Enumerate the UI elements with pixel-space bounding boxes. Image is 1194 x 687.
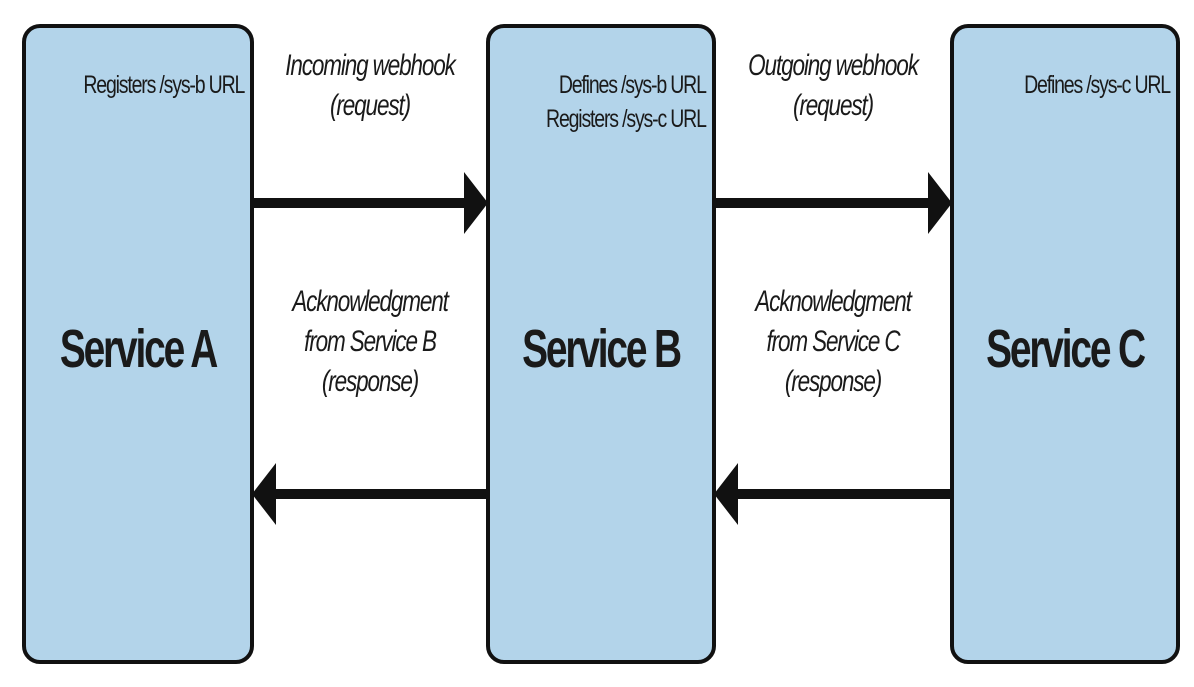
ack-from-c-label-line1: Acknowledgment — [755, 285, 912, 318]
incoming-webhook-label-line1: Incoming webhook — [285, 49, 456, 82]
arrow-c-to-b-head — [714, 463, 738, 525]
service-a-box: Registers /sys-b URL Service A — [22, 24, 254, 664]
arrow-b-to-c — [716, 172, 952, 234]
ack-from-c-label-line2: from Service C — [766, 325, 900, 358]
arrow-c-to-b — [714, 463, 950, 525]
service-a-note-registers: Registers /sys-b URL — [83, 71, 245, 99]
arrow-b-to-a — [252, 463, 486, 525]
service-b-note-registers: Registers /sys-c URL — [546, 105, 707, 133]
service-b-notes: Defines /sys-b URL Registers /sys-c URL — [546, 68, 707, 136]
service-c-title: Service C — [986, 319, 1146, 379]
arrow-a-to-b — [254, 172, 488, 234]
arrow-a-to-b-head — [464, 172, 488, 234]
arrow-b-to-c-head — [928, 172, 952, 234]
service-c-notes: Defines /sys-c URL — [1024, 68, 1171, 102]
ack-from-b-label-line2: from Service B — [304, 325, 437, 358]
service-a-title: Service A — [59, 319, 219, 379]
service-b-note-defines: Defines /sys-b URL — [559, 71, 707, 99]
outgoing-webhook-label: Outgoing webhook (request) — [745, 46, 921, 126]
service-c-note-defines: Defines /sys-c URL — [1024, 71, 1171, 99]
ack-from-b-label: Acknowledgment from Service B (response) — [283, 282, 457, 402]
service-b-box: Defines /sys-b URL Registers /sys-c URL … — [486, 24, 716, 664]
ack-from-c-label: Acknowledgment from Service C (response) — [745, 282, 921, 402]
ack-from-b-label-line3: (response) — [321, 365, 419, 398]
arrow-b-to-a-head — [252, 463, 276, 525]
ack-from-b-label-line1: Acknowledgment — [292, 285, 449, 318]
service-b-title: Service B — [522, 319, 682, 379]
outgoing-webhook-label-line2: (request) — [793, 89, 874, 122]
incoming-webhook-label: Incoming webhook (request) — [283, 46, 457, 126]
incoming-webhook-label-line2: (request) — [330, 89, 411, 122]
ack-from-c-label-line3: (response) — [784, 365, 882, 398]
outgoing-webhook-label-line1: Outgoing webhook — [748, 49, 919, 82]
service-c-box: Defines /sys-c URL Service C — [950, 24, 1180, 664]
service-a-notes: Registers /sys-b URL — [83, 68, 245, 102]
